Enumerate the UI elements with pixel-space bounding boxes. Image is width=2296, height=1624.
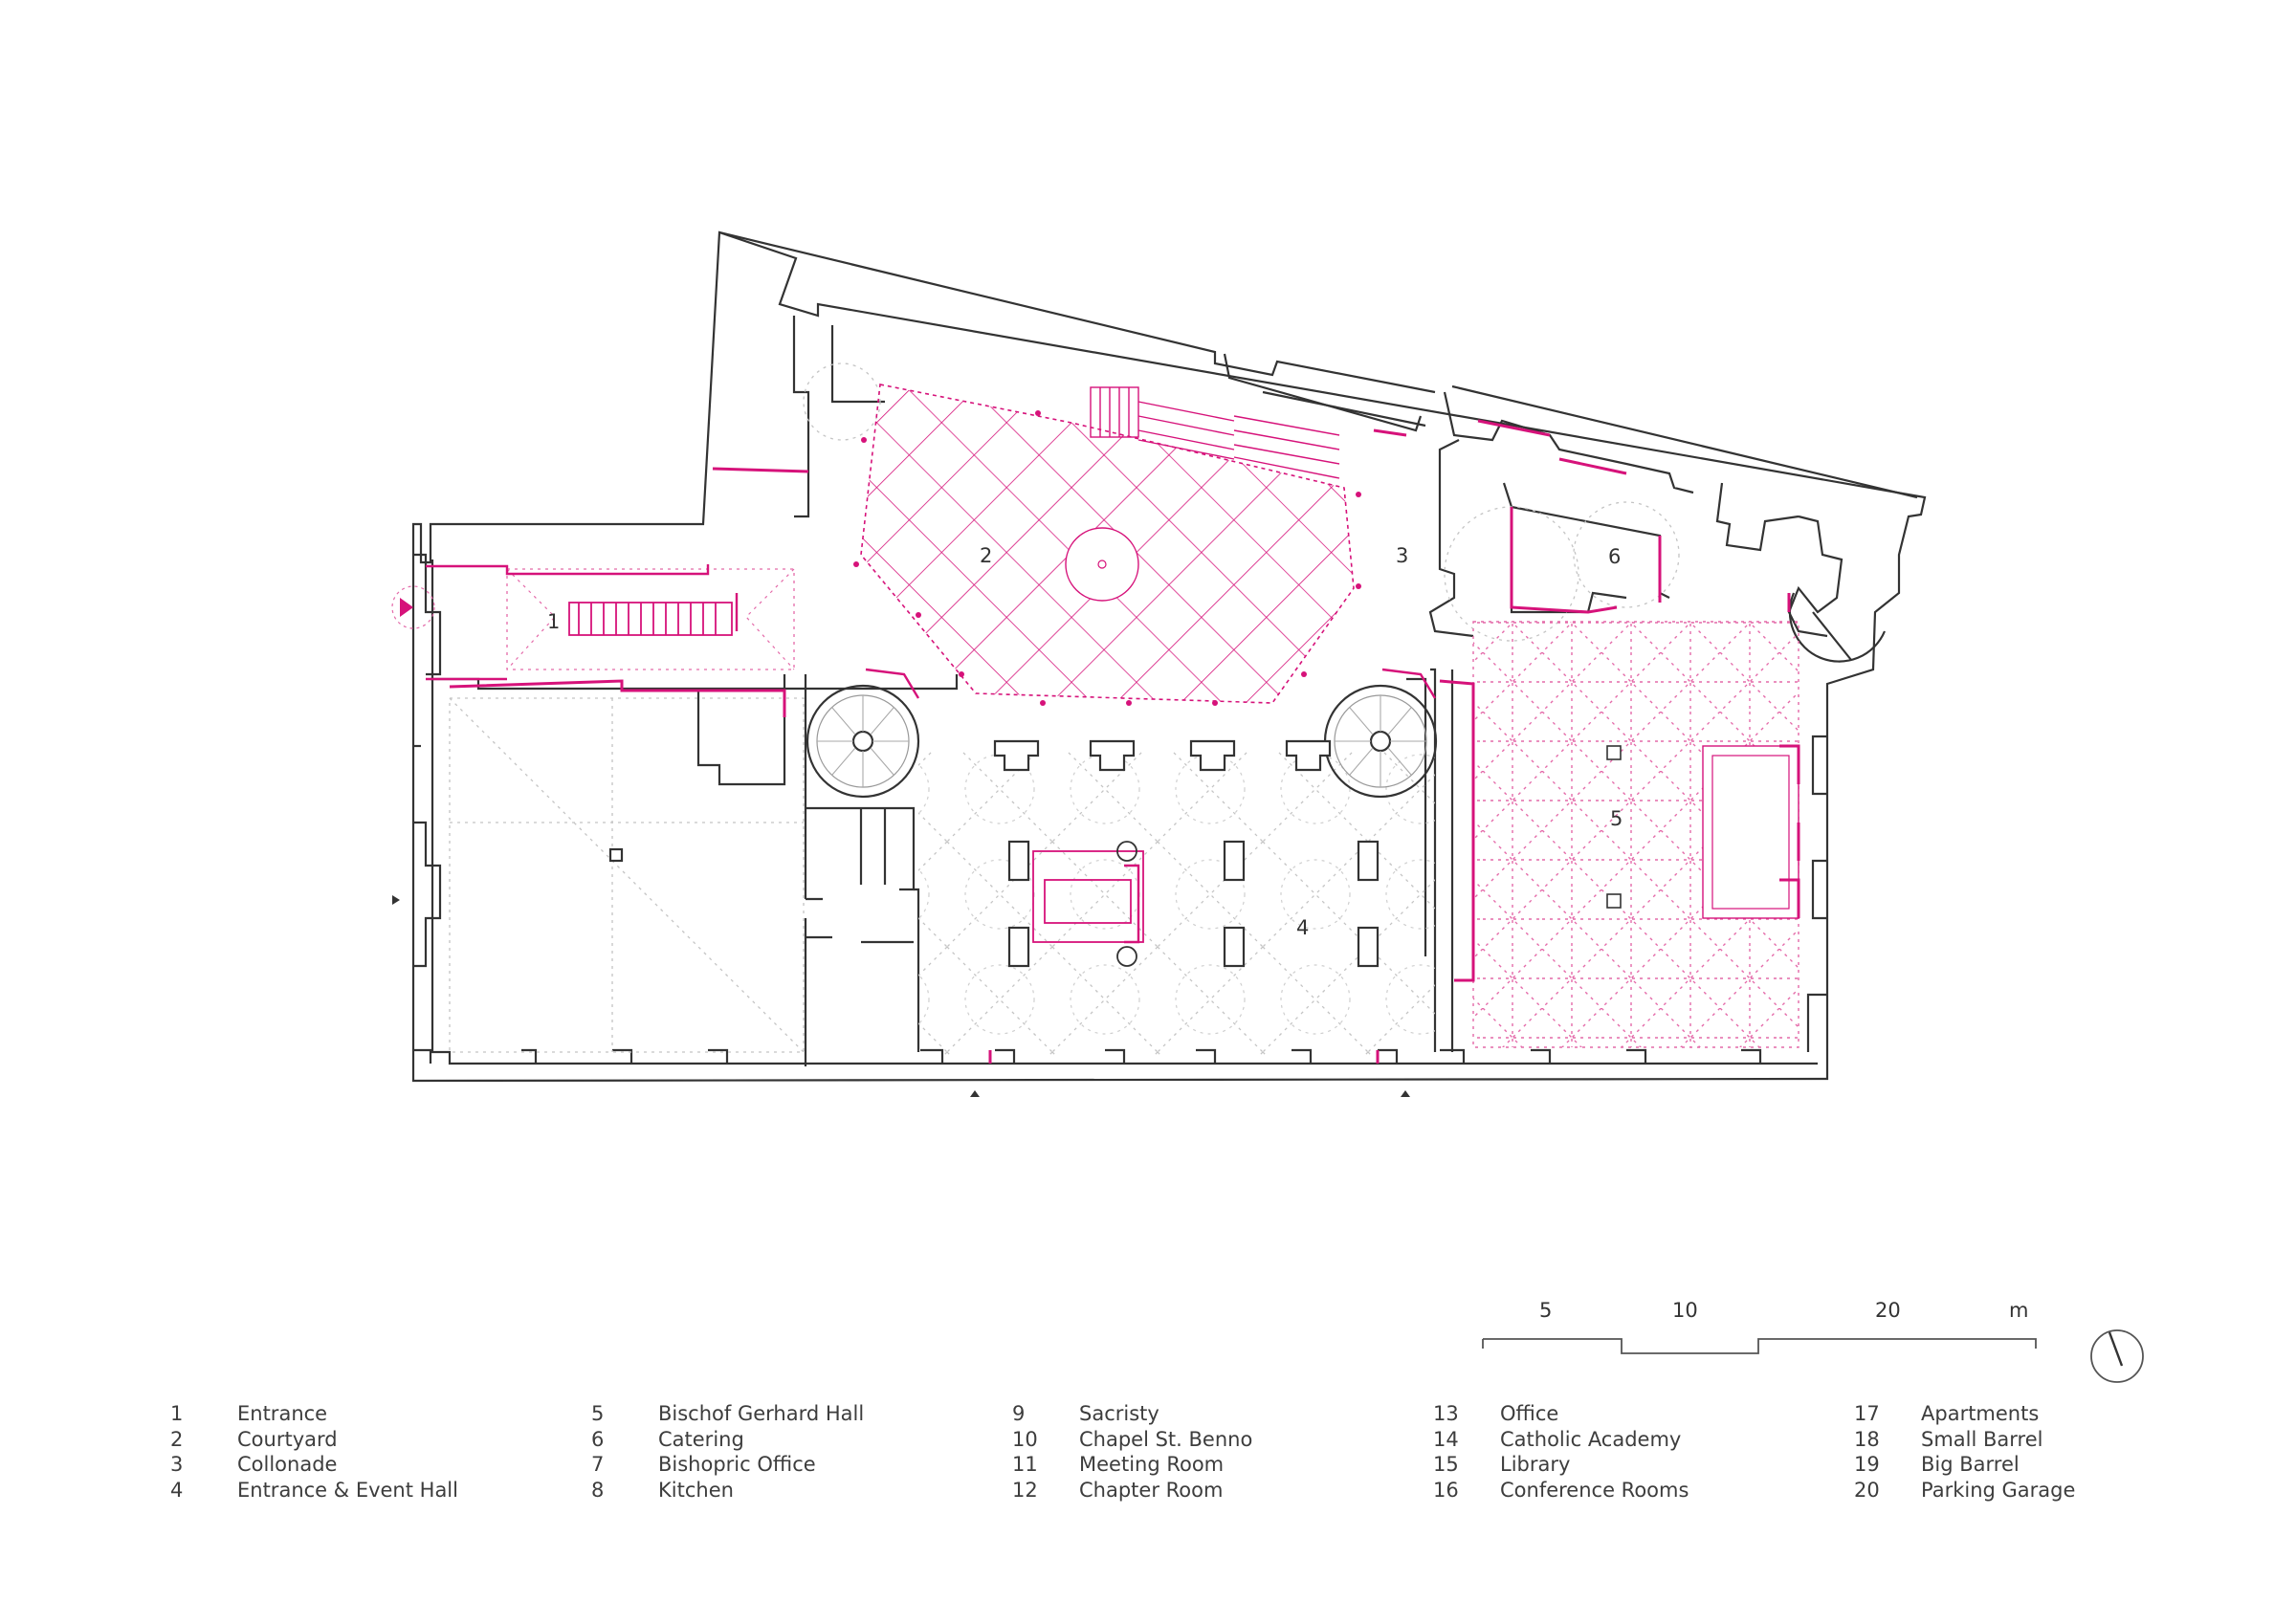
legend: 1 Entrance 2 Courtyard 3 Collonade 4 Entranc… [0, 1402, 2296, 1517]
legend-label: Chapel St. Benno [1079, 1427, 1253, 1451]
legend-number: 6 [591, 1427, 605, 1451]
legend-label: Kitchen [658, 1478, 734, 1502]
legend-number: 9 [1012, 1402, 1026, 1425]
legend-number: 18 [1854, 1427, 1880, 1451]
vault-geometry [449, 362, 1680, 1057]
north-stairs [1090, 386, 1340, 479]
room-label-event-hall: 4 [1296, 916, 1309, 939]
legend-number: 19 [1854, 1453, 1880, 1476]
legend-number: 5 [591, 1402, 605, 1425]
legend-label: Collonade [237, 1453, 338, 1476]
courtyard-markers [853, 410, 1361, 706]
legend-number: 17 [1854, 1402, 1880, 1425]
legend-number: 4 [170, 1478, 184, 1502]
spiral-stair-west-icon [806, 668, 920, 799]
legend-label: Apartments [1921, 1402, 2040, 1425]
legend-number: 10 [1012, 1427, 1038, 1451]
bischof-hall-grid [1472, 621, 1799, 1048]
legend-label: Catholic Academy [1500, 1427, 1682, 1451]
legend-number: 15 [1433, 1453, 1459, 1476]
new-walls [449, 419, 1800, 1064]
legend-label: Chapter Room [1079, 1478, 1224, 1502]
legend-label: Bishopric Office [658, 1453, 816, 1476]
scale-label-10: 10 [1672, 1299, 1698, 1322]
room-label-courtyard: 2 [980, 544, 992, 567]
collonade-columns [608, 739, 1380, 968]
legend-label: Office [1500, 1402, 1559, 1425]
scale-bar: 5 10 20 m [1482, 1299, 2037, 1354]
legend-number: 8 [591, 1478, 605, 1502]
legend-number: 14 [1433, 1427, 1459, 1451]
legend-label: Parking Garage [1921, 1478, 2076, 1502]
legend-number: 11 [1012, 1453, 1038, 1476]
legend-number: 13 [1433, 1402, 1459, 1425]
room-label-entrance: 1 [547, 610, 560, 633]
legend-label: Library [1500, 1453, 1571, 1476]
legend-number: 16 [1433, 1478, 1459, 1502]
scale-label-unit: m [2009, 1299, 2028, 1322]
north-arrow-icon [2090, 1329, 2144, 1383]
legend-label: Entrance & Event Hall [237, 1478, 458, 1502]
room-label-collonade: 3 [1396, 544, 1408, 567]
room-label-catering: 6 [1608, 545, 1621, 568]
legend-number: 1 [170, 1402, 184, 1425]
legend-number: 7 [591, 1453, 605, 1476]
legend-number: 2 [170, 1427, 184, 1451]
legend-number: 12 [1012, 1478, 1038, 1502]
legend-label: Meeting Room [1079, 1453, 1225, 1476]
room-labels: 1 2 3 4 5 6 [547, 544, 1623, 939]
legend-label: Catering [658, 1427, 744, 1451]
south-entrance-markers [392, 895, 1410, 1097]
event-hall-stage [1032, 841, 1144, 967]
legend-label: Big Barrel [1921, 1453, 2020, 1476]
room-label-bischof-hall: 5 [1610, 807, 1623, 830]
legend-label: Conference Rooms [1500, 1478, 1689, 1502]
legend-number: 3 [170, 1453, 184, 1476]
legend-label: Entrance [237, 1402, 328, 1425]
legend-label: Small Barrel [1921, 1427, 2043, 1451]
scale-label-20: 20 [1875, 1299, 1901, 1322]
legend-label: Courtyard [237, 1427, 338, 1451]
entrance-elements [426, 564, 795, 681]
legend-label: Bischof Gerhard Hall [658, 1402, 865, 1425]
legend-label: Sacristy [1079, 1402, 1159, 1425]
courtyard-grid [860, 384, 1355, 704]
scale-label-5: 5 [1539, 1299, 1552, 1322]
entrance-arrow-icon [391, 585, 435, 629]
legend-number: 20 [1854, 1478, 1880, 1502]
